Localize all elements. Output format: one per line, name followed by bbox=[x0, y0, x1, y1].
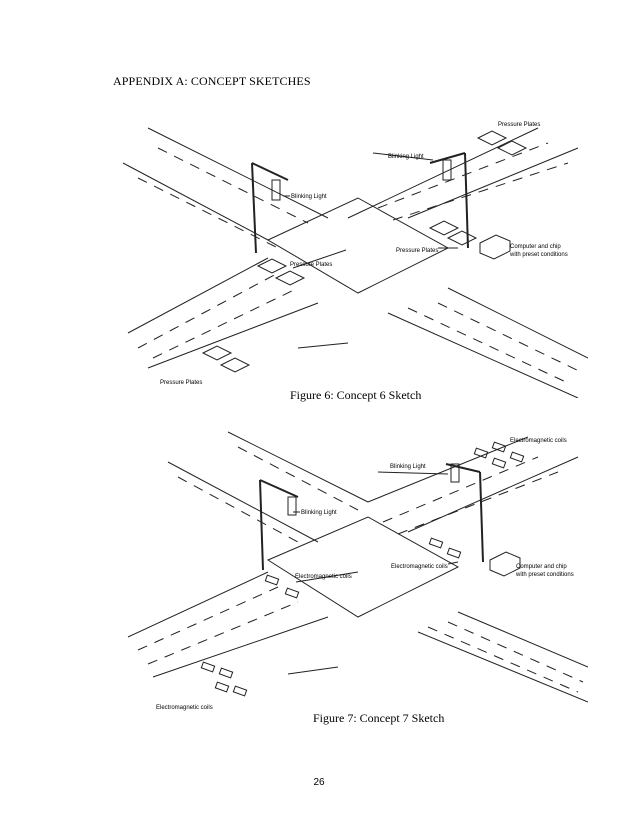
label-pressure-plates-top: Pressure Plates bbox=[498, 122, 540, 128]
label-blinking-light-left: Blinking Light bbox=[291, 194, 327, 200]
label-coils-bottom: Electromagnetic coils bbox=[156, 705, 213, 711]
label-coils-mid-right: Electromagnetic coils bbox=[391, 564, 448, 570]
page-heading: APPENDIX A: CONCEPT SKETCHES bbox=[113, 74, 311, 88]
label-pressure-plates-mid-left: Pressure Plates bbox=[290, 262, 332, 268]
page-number: 26 bbox=[313, 777, 325, 788]
label-coils-top: Electromagnetic coils bbox=[510, 438, 567, 444]
label-blinking-light-right: Blinking Light bbox=[388, 154, 424, 160]
figure-7-drawing: Electromagnetic coils Blinking Light Bli… bbox=[127, 431, 588, 711]
label-computer-line2: with preset conditions bbox=[509, 252, 568, 258]
label-computer-line2: with preset conditions bbox=[515, 572, 574, 578]
figure-7-caption: Figure 7: Concept 7 Sketch bbox=[313, 711, 445, 725]
figure-6-drawing: Pressure Plates Blinking Light Blinking … bbox=[122, 122, 588, 398]
label-blinking-light-right: Blinking Light bbox=[390, 464, 426, 470]
label-coils-mid-left: Electromagnetic coils bbox=[295, 574, 352, 580]
figure-6-sketch: Pressure Plates Blinking Light Blinking … bbox=[118, 108, 588, 398]
figure-7-sketch: Electromagnetic coils Blinking Light Bli… bbox=[118, 422, 588, 712]
label-pressure-plates-bottom: Pressure Plates bbox=[160, 380, 202, 386]
label-computer-line1: Computer and chip bbox=[510, 244, 561, 250]
label-blinking-light-left: Blinking Light bbox=[301, 510, 337, 516]
figure-6-caption: Figure 6: Concept 6 Sketch bbox=[290, 388, 422, 402]
label-pressure-plates-mid-right: Pressure Plates bbox=[396, 248, 438, 254]
label-computer-line1: Computer and chip bbox=[516, 564, 567, 570]
